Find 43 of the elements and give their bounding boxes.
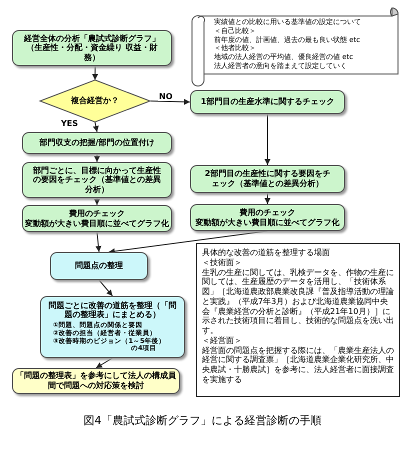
process-box: [190, 165, 345, 193]
process-box: [12, 368, 180, 394]
arrow: [108, 230, 268, 254]
decision-text: 複合経営か？: [71, 96, 119, 106]
process-box: [190, 204, 345, 231]
box-text: 部門収支の把握/部門の位置付け: [40, 138, 154, 148]
caption: 図4「農試式診断グラフ」による経営診断の手順: [82, 413, 322, 428]
box-text: 経営全体の分析「農試式診断グラフ」（生産性・分配・資金繰り 収益・財務）: [22, 34, 161, 62]
box-text: 2部門目の生産性に関する要因をチェック（基準値との差異分析）: [204, 169, 332, 189]
arrow: [94, 198, 100, 206]
note-text: ＜経営面＞: [202, 336, 243, 346]
edge-label: YES: [60, 119, 80, 128]
arrow: [94, 154, 100, 162]
box-text: 部門ごとに、目標に向かって生産性の要因をチェック（基準値との差異分析）: [32, 166, 162, 194]
process-box: [22, 205, 172, 232]
process-box: [22, 162, 172, 198]
box-text: 費用のチェック: [69, 208, 125, 218]
box-text: 費用のチェック: [240, 208, 296, 218]
box-text: 変動額が大きい費目順に並べてグラフ化: [196, 218, 340, 228]
arrow: [264, 192, 270, 204]
box-text: 1部門目の生産水準に関するチェック: [200, 97, 334, 107]
arrow: [92, 122, 99, 132]
box-text: 変動額が大きい費目順に並べてグラフ化: [25, 218, 169, 228]
box-text: 問題点の整理: [75, 261, 123, 271]
arrow: [150, 98, 190, 105]
process-box: [40, 296, 185, 358]
box-text: 問題ごとに改善の道筋を整理（「問題の整理表」にまとめる）: [48, 300, 178, 320]
process-box: [190, 90, 345, 114]
note-text: 経営面の問題点を把握する際には、「農業生産法人の経営に関する調査票」［北海道農業企業化研究所、中央農試・十勝農試］を参考に、法人経営者に面接調査を実施する: [202, 346, 394, 384]
arrow: [98, 280, 113, 296]
arrow: [96, 358, 113, 368]
edge-label: NO: [158, 92, 174, 100]
arrow: [95, 232, 102, 252]
arrow: [264, 114, 270, 166]
box-text: 「問題の整理表」を参考にして法人の構成員間で問題への対応策を検討: [16, 371, 176, 391]
process-box: [50, 252, 148, 280]
note-text: 具体的な改善の道筋を整理する場面: [202, 248, 331, 258]
process-box: [22, 132, 172, 154]
arrow: [92, 66, 98, 80]
note-box: [196, 243, 400, 397]
note-text: 生乳の生産に関しては、乳検データを、作物の生産に関しては、生産履歴のデータを活用し、「技術体系図」［北海道農政部農業改良課『普及指導活動の理論と実践』（平成7年3月）および北海道農業協同中央会『農業経営の分析と診断』（平成21年10月）］に示された技術項目に着目し、技術的な問題点を洗い出す。: [202, 268, 394, 336]
note-text: ＜技術面＞: [202, 258, 243, 268]
process-box: [12, 30, 172, 66]
